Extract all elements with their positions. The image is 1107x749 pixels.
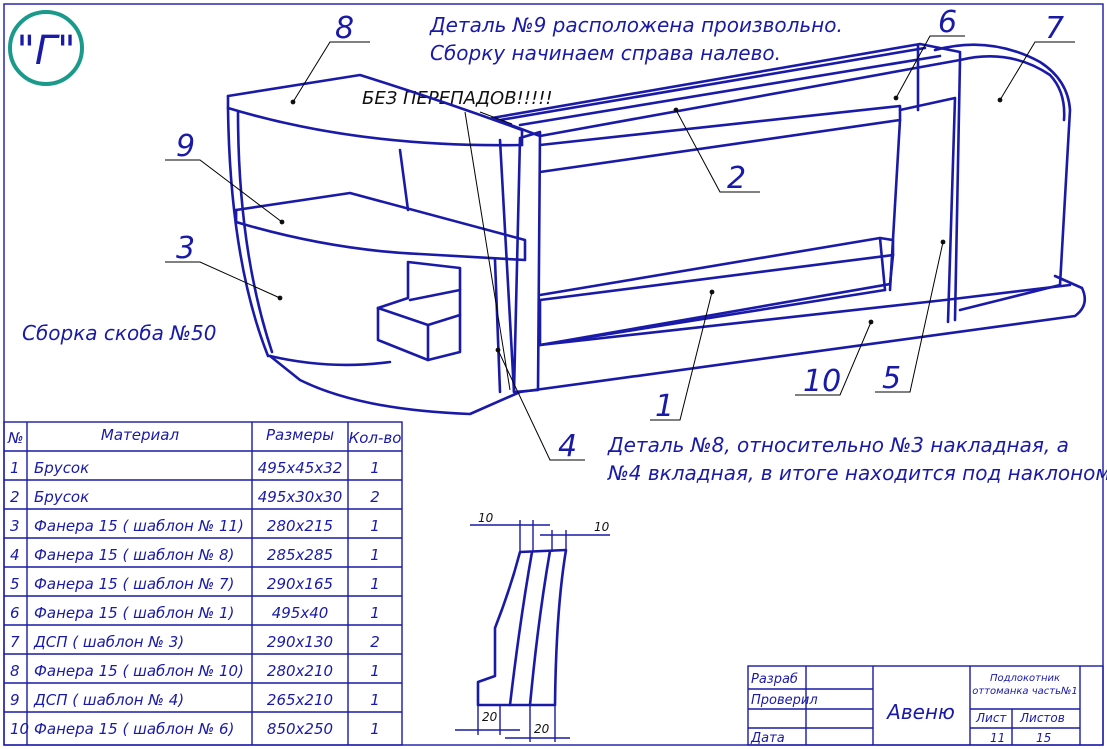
- stamp-letter: "Г": [16, 28, 75, 74]
- tb-listov-label: Листов: [1019, 711, 1065, 725]
- table-cell: 290х130: [267, 633, 333, 651]
- table-cell: 7: [10, 633, 20, 651]
- table-cell: 1: [370, 517, 380, 535]
- table-cell: 6: [10, 604, 20, 622]
- table-cell: Фанера 15 ( шаблон № 6): [34, 720, 234, 738]
- dim-top-right: 10: [594, 520, 610, 534]
- dim-bottom-right: 20: [534, 722, 550, 736]
- table-cell: 4: [10, 546, 20, 564]
- callout-5: 5: [882, 361, 901, 396]
- profile-detail: [455, 520, 610, 742]
- table-cell: 280х210: [267, 662, 333, 680]
- callout-2: 2: [727, 161, 746, 196]
- table-header-qty: Кол-во: [349, 429, 402, 447]
- table-cell: 850х250: [267, 720, 333, 738]
- table-cell: 1: [370, 546, 380, 564]
- callout-3: 3: [176, 231, 195, 266]
- tb-company: Авеню: [885, 700, 955, 724]
- table-cell: 1: [370, 459, 380, 477]
- tb-listov-value: 15: [1036, 731, 1051, 745]
- note-line-2: Сборку начинаем справа налево.: [430, 41, 781, 65]
- table-cell: 3: [10, 517, 20, 535]
- table-cell: Фанера 15 ( шаблон № 8): [34, 546, 234, 564]
- dim-bottom-left: 20: [482, 710, 498, 724]
- parts-table: [3, 421, 403, 746]
- table-cell: 1: [370, 604, 380, 622]
- callout-8: 8: [335, 11, 354, 46]
- table-cell: ДСП ( шаблон № 4): [33, 691, 184, 709]
- note-assembly: Сборка скоба №50: [22, 321, 216, 345]
- note-detail8-1: Деталь №8, относительно №3 накладная, а: [607, 433, 1069, 457]
- callout-6: 6: [938, 5, 957, 40]
- tb-proveril: Проверил: [751, 693, 818, 708]
- table-cell: 1: [10, 459, 20, 477]
- table-cell: 2: [370, 488, 380, 506]
- table-cell: 495х40: [272, 604, 329, 622]
- dim-top-left: 10: [478, 511, 494, 525]
- table-header-material: Материал: [101, 426, 180, 444]
- table-cell: Фанера 15 ( шаблон № 10): [34, 662, 244, 680]
- callout-7: 7: [1045, 11, 1064, 46]
- assembly-drawing: [165, 35, 1087, 461]
- table-cell: 9: [10, 691, 20, 709]
- note-detail8-2: №4 вкладная, в итоге находится под накло…: [607, 461, 1107, 485]
- title-block: [747, 665, 1104, 746]
- note-no-steps: БЕЗ ПЕРЕПАДОВ!!!!!: [362, 88, 553, 109]
- table-header-no: №: [7, 429, 24, 447]
- tb-list-label: Лист: [975, 711, 1007, 725]
- table-cell: 280х215: [267, 517, 333, 535]
- note-line-1: Деталь №9 расположена произвольно.: [429, 13, 843, 37]
- table-header-size: Размеры: [266, 426, 334, 444]
- callout-1: 1: [655, 389, 674, 424]
- table-cell: 265х210: [267, 691, 333, 709]
- table-cell: Брусок: [34, 459, 89, 477]
- tb-data: Дата: [750, 731, 785, 746]
- table-cell: 495х30х30: [258, 488, 343, 506]
- tb-list-value: 11: [990, 731, 1005, 745]
- table-cell: 1: [370, 575, 380, 593]
- table-cell: 290х165: [267, 575, 333, 593]
- tb-title-2: оттоманка часть№1: [972, 686, 1077, 697]
- table-cell: Фанера 15 ( шаблон № 11): [34, 517, 244, 535]
- table-cell: Фанера 15 ( шаблон № 7): [34, 575, 234, 593]
- table-cell: ДСП ( шаблон № 3): [33, 633, 184, 651]
- tb-title-1: Подлокотник: [990, 673, 1060, 684]
- table-cell: Брусок: [34, 488, 89, 506]
- table-cell: 10: [10, 720, 29, 738]
- table-cell: 2: [10, 488, 20, 506]
- table-cell: 8: [10, 662, 20, 680]
- callout-4: 4: [558, 429, 577, 464]
- table-cell: 1: [370, 691, 380, 709]
- callout-9: 9: [176, 129, 195, 164]
- table-cell: 1: [370, 662, 380, 680]
- callout-10: 10: [803, 364, 841, 399]
- table-cell: 495х45х32: [258, 459, 343, 477]
- sheet-frame: [3, 3, 1104, 746]
- table-cell: 285х285: [267, 546, 333, 564]
- table-cell: Фанера 15 ( шаблон № 1): [34, 604, 234, 622]
- table-cell: 2: [370, 633, 380, 651]
- stamp-circle: [8, 10, 84, 86]
- tb-razrab: Разраб: [751, 672, 798, 687]
- table-cell: 5: [10, 575, 20, 593]
- table-cell: 1: [370, 720, 380, 738]
